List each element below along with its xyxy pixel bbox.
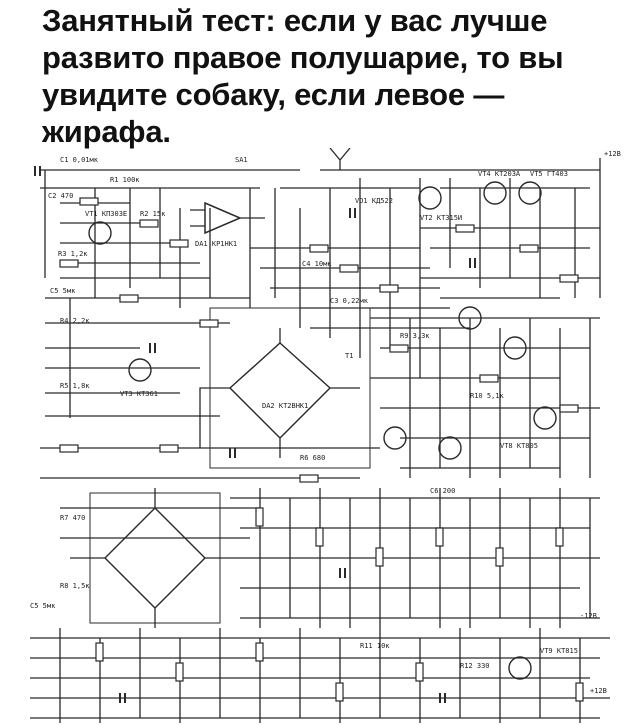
- label-r12: R12 330: [460, 662, 490, 670]
- component-labels: C1 0,01мк R1 100к +12В SA1 VT1 КП303Е C2…: [30, 150, 621, 695]
- label-c6: C5 5мк: [30, 602, 56, 610]
- capacitor-symbols: [34, 166, 476, 703]
- label-c4: C4 10мк: [302, 260, 332, 268]
- label-vd1: VD1 КД522: [355, 197, 393, 205]
- caption-line-2: развито правое полушарие, то вы: [42, 40, 564, 75]
- label-c5b: C6 200: [430, 487, 455, 495]
- label-c2: C2 470: [48, 192, 73, 200]
- label-r11: R11 10к: [360, 642, 390, 650]
- label-c5: C5 5мк: [50, 287, 76, 295]
- label-r6: R6 680: [300, 454, 325, 462]
- caption-line-4: жирафа.: [42, 114, 171, 149]
- label-r3: R3 1,2к: [58, 250, 88, 258]
- circuit-schematic: C1 0,01мк R1 100к +12В SA1 VT1 КП303Е C2…: [30, 148, 621, 723]
- transistor-symbols: [88, 181, 557, 680]
- label-r2: R2 15к: [140, 210, 166, 218]
- label-r10: R10 5,1к: [470, 392, 505, 400]
- label-vt3: VT3 КТ361: [120, 390, 158, 398]
- label-vt5: VT5 ГТ403: [530, 170, 568, 178]
- caption-line-1: Занятный тест: если у вас лучше: [42, 3, 548, 38]
- resistor-symbols: [59, 197, 584, 702]
- label-plus12-bottom: +12В: [590, 687, 607, 695]
- label-r4: R4 2,2к: [60, 317, 90, 325]
- label-c3: C3 0,22мк: [330, 297, 369, 305]
- label-vt9: VT9 КТ815: [540, 647, 578, 655]
- caption-line-3: увидите собаку, если левое —: [42, 77, 505, 112]
- label-sa1: SA1: [235, 156, 248, 164]
- label-minus12: -12В: [580, 612, 597, 620]
- label-r7: R7 470: [60, 514, 85, 522]
- label-r8: R8 1,5к: [60, 582, 90, 590]
- label-vt2: VT2 КТ315И: [420, 214, 462, 222]
- label-ti: Т1: [345, 352, 353, 360]
- label-da2: DA2 КТ2ВНК1: [262, 402, 308, 410]
- schematic-wires: [30, 148, 610, 723]
- label-plus12-top: +12В: [604, 150, 621, 158]
- label-da1: DA1 КР1НК1: [195, 240, 237, 248]
- label-r1: R1 100к: [110, 176, 140, 184]
- label-r9: R9 3,3к: [400, 332, 430, 340]
- label-vt4: VT4 КТ203А: [478, 170, 521, 178]
- label-r5: R5 1,8к: [60, 382, 90, 390]
- label-vt8: VT8 КТ805: [500, 442, 538, 450]
- label-c1: C1 0,01мк: [60, 156, 99, 164]
- label-vt1: VT1 КП303Е: [85, 210, 127, 218]
- caption: Занятный тест: если у вас лучше развито …: [42, 2, 602, 150]
